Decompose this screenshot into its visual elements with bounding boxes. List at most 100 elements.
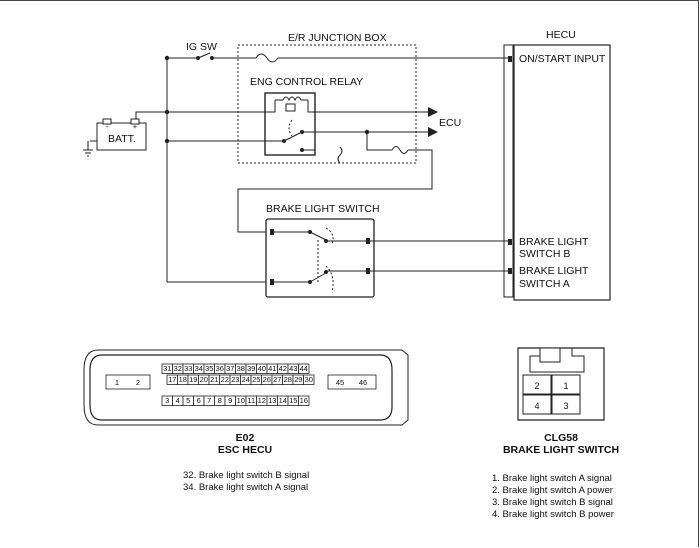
switch-a-actuation-icon [325, 265, 334, 293]
junction-dot [164, 109, 170, 115]
e02-pin: 24 [242, 375, 250, 384]
e02-pin: 19 [189, 375, 197, 384]
brake-switch-box [265, 218, 375, 298]
e02-pin: 37 [226, 364, 234, 373]
ecu-label: ECU [439, 117, 461, 129]
relay-label: ENG CONTROL RELAY [250, 76, 363, 88]
e02-right-pin-block [327, 374, 377, 390]
e02-pin: 27 [273, 375, 281, 384]
clg58-pin: 1 [563, 381, 568, 391]
relay-coil-wire [252, 100, 276, 113]
e02-pin: 41 [268, 364, 276, 373]
e02-pin: 15 [289, 396, 297, 405]
hecu-pin-b [508, 239, 512, 245]
switch-pin-2 [270, 279, 274, 285]
e02-left-pin-block [105, 374, 151, 390]
e02-pin: 5 [186, 396, 190, 405]
relay-blade [283, 131, 303, 142]
clg58-key [539, 347, 561, 363]
switch-b-actuation-icon [325, 227, 334, 245]
clg58-pin: 2 [534, 381, 539, 391]
fuse-top-icon [255, 53, 279, 63]
hecu-pin-on-start [508, 56, 512, 62]
clg58-pin-cell [551, 394, 581, 415]
hecu-connector-strip [503, 44, 514, 298]
clg58-note-3: 3. Brake light switch B signal [492, 497, 613, 508]
relay-coil-icon [282, 96, 302, 102]
clg58-code: CLG58 [544, 432, 578, 444]
ig-sw-contact-2 [210, 56, 214, 60]
e02-note-1: 32. Brake light switch B signal [183, 470, 309, 481]
clg58-pin-cell [522, 374, 552, 395]
e02-pin: 10 [237, 396, 245, 405]
junction-box-outline [237, 44, 417, 164]
e02-pin: 45 [336, 378, 344, 387]
e02-pin: 40 [258, 364, 266, 373]
battery-terminal-minus [102, 118, 112, 125]
e02-pin: 35 [205, 364, 213, 373]
clg58-pin-cell [551, 374, 581, 395]
wire-fuse-to-switch-b [237, 149, 433, 233]
clg58-pin: 4 [534, 401, 539, 411]
hecu-brake-b-line2: SWITCH B [519, 248, 570, 260]
e02-pin: 46 [359, 378, 367, 387]
hecu-brake-a-line1: BRAKE LIGHT [519, 265, 589, 277]
ecu-arrow-icon [428, 107, 438, 117]
switch-pin-1 [366, 268, 370, 274]
e02-pin: 1 [115, 378, 119, 387]
e02-pin-cell [298, 395, 310, 406]
battery-label: BATT. [108, 133, 136, 145]
e02-pin-cell [303, 374, 315, 385]
clg58-note-2: 2. Brake light switch A power [492, 485, 613, 496]
wire-to-fuse2 [366, 132, 392, 151]
battery-minus-sign: - [106, 122, 109, 131]
e02-pin: 6 [197, 396, 201, 405]
junction-dot [164, 55, 170, 61]
e02-pin: 9 [228, 396, 232, 405]
hecu-on-start-label: ON/START INPUT [519, 53, 606, 65]
brake-switch-label: BRAKE LIGHT SWITCH [266, 203, 380, 215]
switch-pin-4 [270, 229, 274, 235]
e02-pin: 39 [247, 364, 255, 373]
ig-sw-blade [197, 52, 211, 59]
e02-pin: 2 [136, 378, 140, 387]
battery-plus-sign: + [133, 122, 138, 131]
ecu-arrow-icon [428, 127, 438, 137]
e02-pin: 30 [305, 375, 313, 384]
e02-code: E02 [236, 432, 255, 444]
e02-pin-cell [298, 363, 310, 374]
e02-pin: 8 [218, 396, 222, 405]
e02-pin: 3 [165, 396, 169, 405]
clg58-pin-grid: 2 1 4 3 [522, 374, 581, 415]
hecu-brake-b-line1: BRAKE LIGHT [519, 236, 589, 248]
e02-pin: 11 [247, 396, 255, 405]
wire-break-icon [337, 146, 343, 164]
e02-pin: 20 [200, 375, 208, 384]
e02-pin: 29 [294, 375, 302, 384]
e02-pin: 12 [258, 396, 266, 405]
hecu-label: HECU [546, 29, 576, 41]
e02-pin: 26 [263, 375, 271, 384]
e02-pin: 36 [216, 364, 224, 373]
e02-pin: 38 [237, 364, 245, 373]
hecu-box [513, 44, 611, 301]
e02-pin: 34 [195, 364, 203, 373]
clg58-pin: 3 [563, 401, 568, 411]
e02-pin: 32 [174, 364, 182, 373]
clg58-note-4: 4. Brake light switch B power [492, 509, 614, 520]
hecu-pin-a [508, 268, 512, 274]
e02-pin: 7 [207, 396, 211, 405]
ig-sw-label: IG SW [186, 41, 217, 53]
e02-pin: 22 [221, 375, 229, 384]
e02-name: ESC HECU [218, 444, 272, 456]
e02-pin: 43 [289, 364, 297, 373]
e02-pin: 25 [252, 375, 260, 384]
battery-box [96, 122, 147, 151]
e02-connector-shell [83, 349, 409, 426]
e02-note-2: 34. Brake light switch A signal [183, 482, 308, 493]
wire-batt-plus [135, 111, 252, 120]
relay-out-ecu-1 [307, 100, 433, 113]
relay-out-branch [302, 149, 316, 155]
